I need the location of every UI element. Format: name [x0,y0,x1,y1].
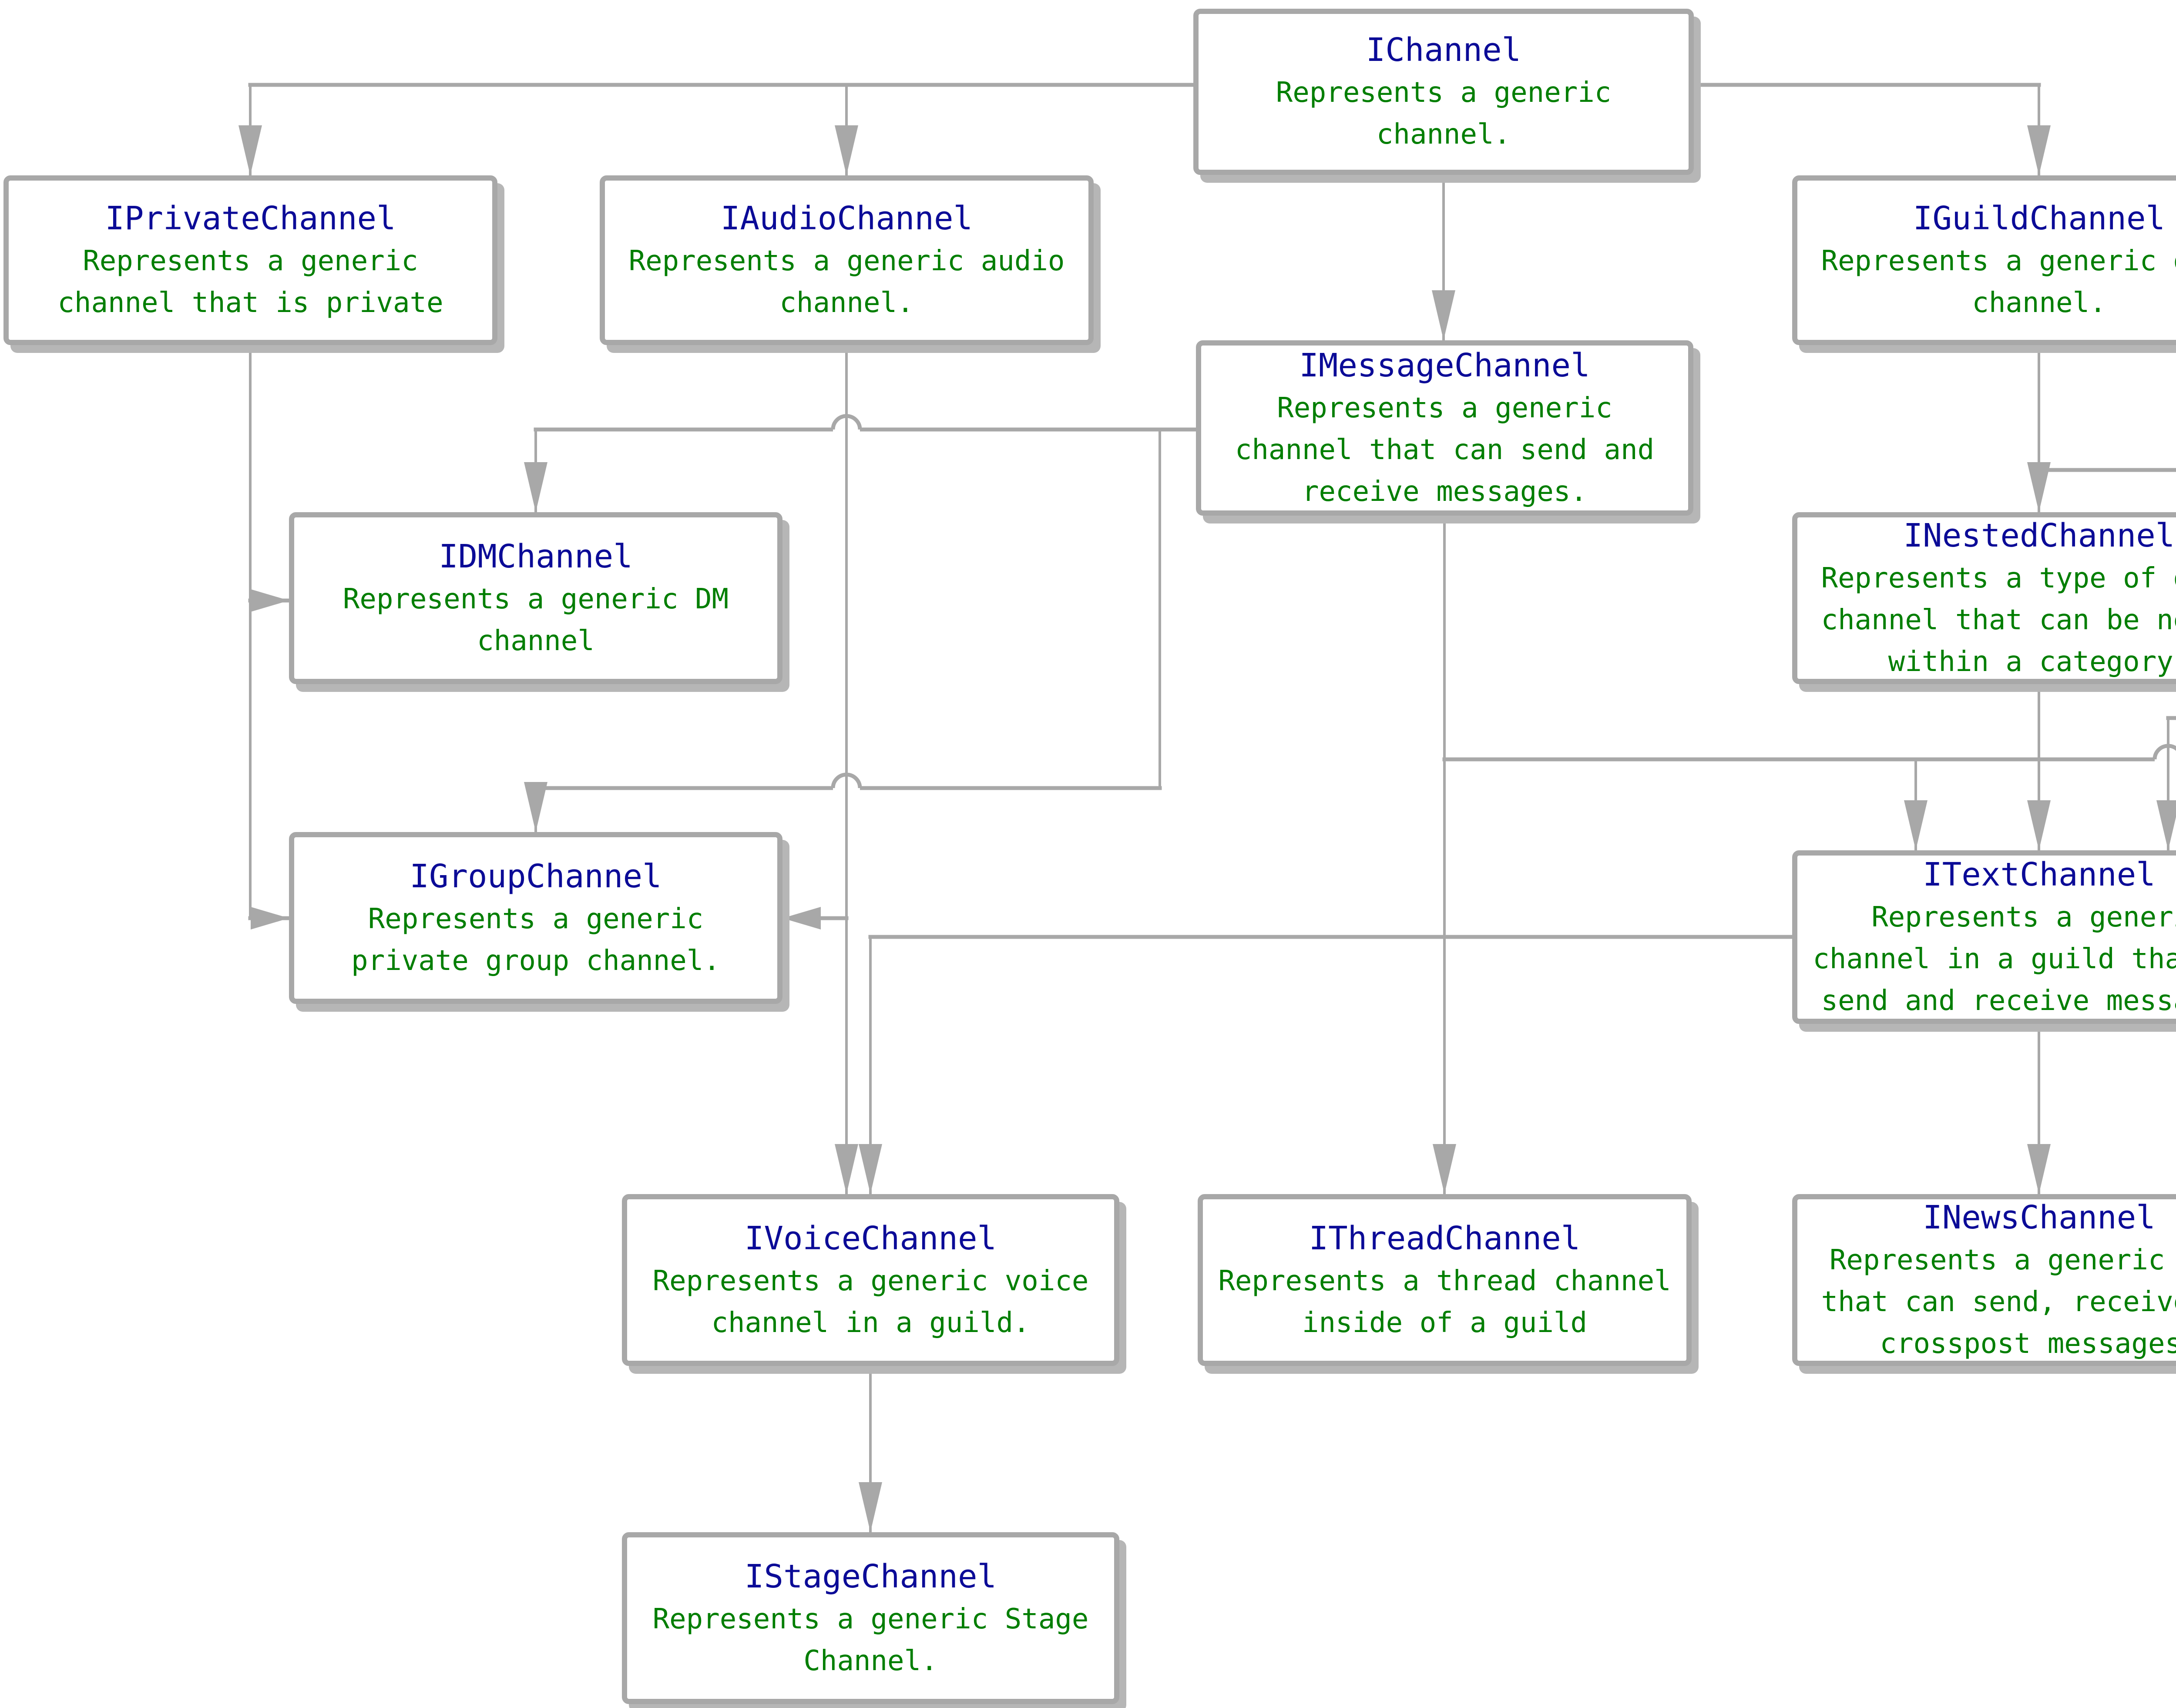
arrowhead-iguildchannel-to-inestedchannel [2027,462,2051,512]
node-desc-iguildchannel: Represents a generic guild channel. [1821,245,2176,319]
arrowhead-imessagechannel-to-igroupchannel [524,782,547,832]
node-title-ithreadchannel: IThreadChannel [1309,1219,1581,1257]
arrowhead-itextchannel-to-inewschannel [2027,1144,2051,1194]
arrowhead-iprivatechannel-to-idmchannel [251,589,289,612]
node-desc-ivoicechannel: Represents a generic voice channel in a … [652,1265,1089,1339]
arrowhead-inestedchannel-to-itextchannel [2027,800,2051,850]
arrowhead-ivoicechannel-to-istagechannel [859,1482,882,1532]
arrowhead-ichannel-to-iguildchannel [2027,125,2051,175]
node-desc-inestedchannel: Represents a type of guild channel that … [1821,562,2176,678]
arrowhead-iprivatechannel-to-igroupchannel [251,907,289,930]
edge-hop-arc-2 [2152,744,2176,760]
arrowhead-ichannel-to-iaudiochannel [835,125,858,175]
edge-hop-arc-1 [831,772,862,789]
edge-hop-arc-0 [831,414,862,430]
arrowhead-imessagechannel-to-ithreadchannel [1433,1144,1456,1194]
node-desc-itextchannel: Represents a generic channel in a guild … [1813,901,2176,1017]
node-title-igroupchannel: IGroupChannel [410,857,662,895]
arrowhead-imessagechannel-to-itextchannel [1904,800,1928,850]
node-title-ivoicechannel: IVoiceChannel [744,1219,997,1257]
node-desc-idmchannel: Represents a generic DM channel [343,583,729,657]
arrowhead-ichannel-to-iprivatechannel [238,125,262,175]
node-desc-iaudiochannel: Represents a generic audio channel. [628,245,1065,319]
node-desc-igroupchannel: Represents a generic private group chann… [351,903,720,977]
node-desc-imessagechannel: Represents a generic channel that can se… [1235,392,1655,508]
node-title-itextchannel: ITextChannel [1923,856,2156,893]
edge-hop-mask-2 [2155,756,2176,763]
node-title-istagechannel: IStageChannel [744,1557,997,1595]
node-title-inestedchannel: INestedChannel [1903,517,2175,554]
node-desc-inewschannel: Represents a generic news that can send,… [1821,1244,2176,1360]
node-title-inewschannel: INewsChannel [1923,1198,2156,1236]
arrowhead-imessagechannel-to-idmchannel [524,462,547,512]
arrowhead-ichannel-to-imessagechannel [1432,290,1455,340]
node-desc-istagechannel: Represents a generic Stage Channel. [652,1603,1089,1677]
arrowhead-itextchannel-to-ivoicechannel [859,1144,882,1194]
node-title-ichannel: IChannel [1366,31,1521,69]
node-title-iguildchannel: IGuildChannel [1913,200,2166,237]
arrowhead-iintegrationchannel-to-itextchannel [2156,800,2176,850]
arrowhead-iaudiochannel-to-igroupchannel [782,907,821,930]
node-title-iaudiochannel: IAudioChannel [720,200,973,237]
arrowhead-iaudiochannel-to-ivoicechannel [835,1144,858,1194]
node-desc-ichannel: Represents a generic channel. [1276,77,1612,151]
node-title-imessagechannel: IMessageChannel [1299,346,1590,384]
node-title-iprivatechannel: IPrivateChannel [105,200,396,237]
node-desc-ithreadchannel: Represents a thread channel inside of a … [1218,1265,1671,1339]
node-title-idmchannel: IDMChannel [439,537,633,575]
node-desc-iprivatechannel: Represents a generic channel that is pri… [57,245,443,319]
